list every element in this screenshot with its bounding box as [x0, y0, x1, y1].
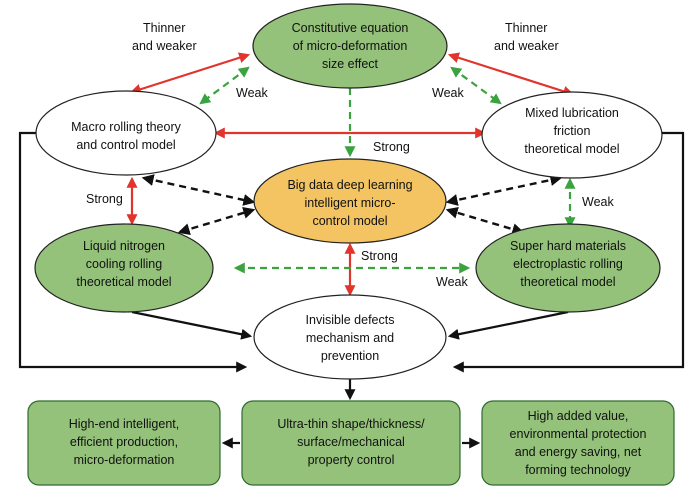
- arrow-mixed-bigdata: [445, 174, 563, 206]
- node-mixed-lubrication: Mixed lubrication friction theoretical m…: [481, 91, 663, 179]
- box-text: property control: [308, 453, 395, 467]
- node-constitutive-equation: Constitutive equation of micro-deformati…: [252, 3, 448, 89]
- label-weak-mid-right: Weak: [582, 195, 614, 209]
- node-text: Constitutive equation: [292, 21, 409, 35]
- node-text: cooling rolling: [86, 257, 162, 271]
- svg-text:Big data deep learning: Big data deep learning: [287, 178, 412, 192]
- label-strong-top: Strong: [373, 140, 410, 154]
- svg-text:size effect: size effect: [322, 57, 379, 71]
- svg-text:Liquid nitrogen: Liquid nitrogen: [83, 239, 165, 253]
- node-text: Big data deep learning: [287, 178, 412, 192]
- svg-text:High added value,: High added value,: [528, 409, 629, 423]
- arrow-constitutive-mixed-weak: [450, 66, 502, 105]
- node-text: theoretical model: [520, 275, 615, 289]
- arrow-macro-bigdata: [141, 174, 256, 206]
- svg-text:Invisible defects: Invisible defects: [306, 313, 395, 327]
- box-high-added-value: High added value, environmental protecti…: [481, 400, 675, 486]
- arrow-constitutive-mixed-strong: [447, 52, 575, 97]
- label-weak-bottom: Weak: [436, 275, 468, 289]
- svg-text:theoretical model: theoretical model: [520, 275, 615, 289]
- label-thinner-right-1: Thinner: [505, 21, 547, 35]
- arrow-superhard-bigdata: [445, 206, 525, 236]
- label-weak-left: Weak: [236, 86, 268, 100]
- node-text: friction: [554, 124, 591, 138]
- svg-text:efficient production,: efficient production,: [70, 435, 178, 449]
- arrow-mixed-right-loop: [452, 131, 685, 373]
- node-text: prevention: [321, 349, 379, 363]
- node-text: size effect: [322, 57, 379, 71]
- label-strong-left: Strong: [86, 192, 123, 206]
- node-macro-rolling: Macro rolling theory and control model: [35, 90, 217, 176]
- box-ultra-thin-control: Ultra-thin shape/thickness/ surface/mech…: [241, 400, 461, 486]
- arrow-liquid-invisible: [131, 310, 253, 340]
- svg-text:intelligent micro-: intelligent micro-: [304, 196, 395, 210]
- svg-text:prevention: prevention: [321, 349, 379, 363]
- svg-text:micro-deformation: micro-deformation: [74, 453, 175, 467]
- svg-text:of micro-deformation: of micro-deformation: [293, 39, 408, 53]
- svg-text:mechanism and: mechanism and: [306, 331, 394, 345]
- box-text: Ultra-thin shape/thickness/: [277, 417, 425, 431]
- svg-text:Constitutive equation: Constitutive equation: [292, 21, 409, 35]
- svg-text:Ultra-thin shape/thickness/: Ultra-thin shape/thickness/: [277, 417, 425, 431]
- label-thinner-left-1: Thinner: [143, 21, 185, 35]
- svg-text:Mixed lubrication: Mixed lubrication: [525, 106, 619, 120]
- box-text: and energy saving, net: [515, 445, 642, 459]
- node-text: and control model: [76, 138, 175, 152]
- label-thinner-right-2: and weaker: [494, 39, 559, 53]
- node-big-data: Big data deep learning intelligent micro…: [253, 158, 447, 244]
- node-invisible-defects: Invisible defects mechanism and preventi…: [253, 294, 447, 380]
- svg-text:friction: friction: [554, 124, 591, 138]
- label-weak-right: Weak: [432, 86, 464, 100]
- svg-text:environmental protection: environmental protection: [510, 427, 647, 441]
- svg-text:theoretical model: theoretical model: [76, 275, 171, 289]
- svg-text:theoretical model: theoretical model: [524, 142, 619, 156]
- box-text: High added value,: [528, 409, 629, 423]
- node-text: intelligent micro-: [304, 196, 395, 210]
- box-text: micro-deformation: [74, 453, 175, 467]
- arrow-macro-left-loop: [18, 131, 248, 373]
- node-text: control model: [312, 214, 387, 228]
- node-text: of micro-deformation: [293, 39, 408, 53]
- svg-text:forming technology: forming technology: [525, 463, 631, 477]
- svg-text:property control: property control: [308, 453, 395, 467]
- arrow-constitutive-macro-weak: [199, 66, 250, 105]
- arrow-constitutive-macro-strong: [129, 52, 251, 95]
- box-text: efficient production,: [70, 435, 178, 449]
- svg-text:electroplastic rolling: electroplastic rolling: [513, 257, 623, 271]
- label-strong-center: Strong: [361, 249, 398, 263]
- svg-text:surface/mechanical: surface/mechanical: [297, 435, 405, 449]
- node-text: Macro rolling theory: [71, 120, 182, 134]
- box-text: surface/mechanical: [297, 435, 405, 449]
- node-text: mechanism and: [306, 331, 394, 345]
- label-thinner-left-2: and weaker: [132, 39, 197, 53]
- node-text: theoretical model: [76, 275, 171, 289]
- node-text: Invisible defects: [306, 313, 395, 327]
- svg-text:control model: control model: [312, 214, 387, 228]
- arrow-liquid-bigdata: [177, 207, 256, 235]
- svg-text:cooling rolling: cooling rolling: [86, 257, 162, 271]
- svg-text:and control model: and control model: [76, 138, 175, 152]
- svg-text:Macro rolling theory: Macro rolling theory: [71, 120, 182, 134]
- node-liquid-nitrogen: Liquid nitrogen cooling rolling theoreti…: [34, 223, 214, 313]
- svg-text:High-end intelligent,: High-end intelligent,: [69, 417, 180, 431]
- node-text: electroplastic rolling: [513, 257, 623, 271]
- svg-text:Super hard materials: Super hard materials: [510, 239, 626, 253]
- node-text: Mixed lubrication: [525, 106, 619, 120]
- box-text: forming technology: [525, 463, 631, 477]
- node-text: theoretical model: [524, 142, 619, 156]
- box-text: High-end intelligent,: [69, 417, 180, 431]
- box-high-end-intelligent: High-end intelligent, efficient producti…: [27, 400, 221, 486]
- node-super-hard: Super hard materials electroplastic roll…: [475, 223, 661, 313]
- box-text: environmental protection: [510, 427, 647, 441]
- svg-text:and energy saving, net: and energy saving, net: [515, 445, 642, 459]
- node-text: Super hard materials: [510, 239, 626, 253]
- arrow-superhard-invisible: [447, 310, 569, 340]
- node-text: Liquid nitrogen: [83, 239, 165, 253]
